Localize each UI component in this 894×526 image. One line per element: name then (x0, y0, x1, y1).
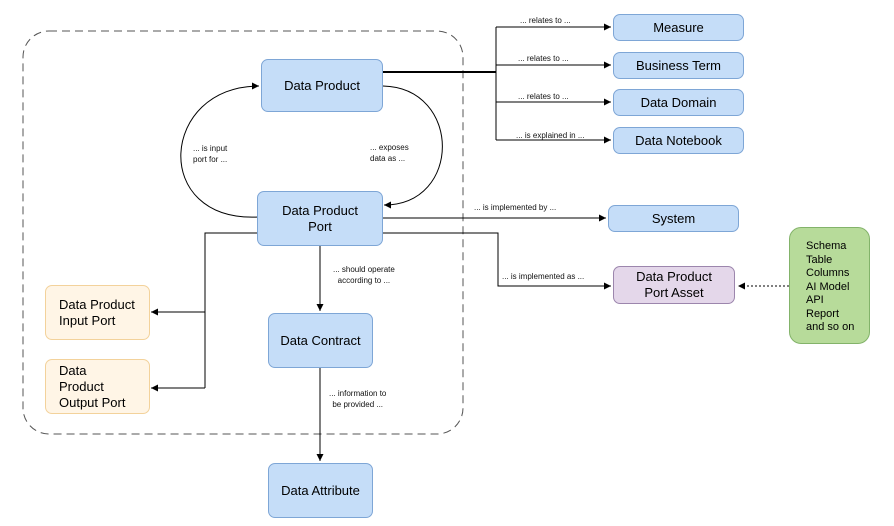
data-domain-node[interactable]: Data Domain (613, 89, 744, 116)
system-node[interactable]: System (608, 205, 739, 232)
edge-port-to-io-trunk (204, 232, 258, 388)
label-explained-in: ... is explained in ... (516, 131, 585, 140)
data-attribute-node[interactable]: Data Attribute (268, 463, 373, 518)
edge-port-to-product-loop (180, 82, 260, 218)
measure-node[interactable]: Measure (613, 14, 744, 41)
edge-product-to-port-loop (382, 85, 443, 209)
asset-types-note: Schema Table Columns AI Model API Report… (789, 227, 870, 344)
label-relates-data-domain: ... relates to ... (518, 92, 569, 101)
label-relates-business-term: ... relates to ... (518, 54, 569, 63)
label-information: ... information to be provided ... (329, 389, 387, 409)
label-implemented-as: ... is implemented as ... (502, 272, 585, 281)
input-port-node[interactable]: Data Product Input Port (45, 285, 150, 340)
label-should-operate: ... should operate according to ... (333, 265, 395, 285)
output-port-node[interactable]: Data Product Output Port (45, 359, 150, 414)
data-product-port-node[interactable]: Data Product Port (257, 191, 383, 246)
label-relates-measure: ... relates to ... (520, 16, 571, 25)
data-contract-node[interactable]: Data Contract (268, 313, 373, 368)
business-term-node[interactable]: Business Term (613, 52, 744, 79)
data-product-node[interactable]: Data Product (261, 59, 383, 112)
edge-to-port-asset (383, 232, 611, 290)
data-notebook-node[interactable]: Data Notebook (613, 127, 744, 154)
port-asset-node[interactable]: Data Product Port Asset (613, 266, 735, 304)
label-implemented-by: ... is implemented by ... (474, 203, 557, 212)
label-input-port-for: ... is input port for ... (193, 144, 228, 164)
label-exposes: ... exposes data as ... (370, 143, 409, 163)
